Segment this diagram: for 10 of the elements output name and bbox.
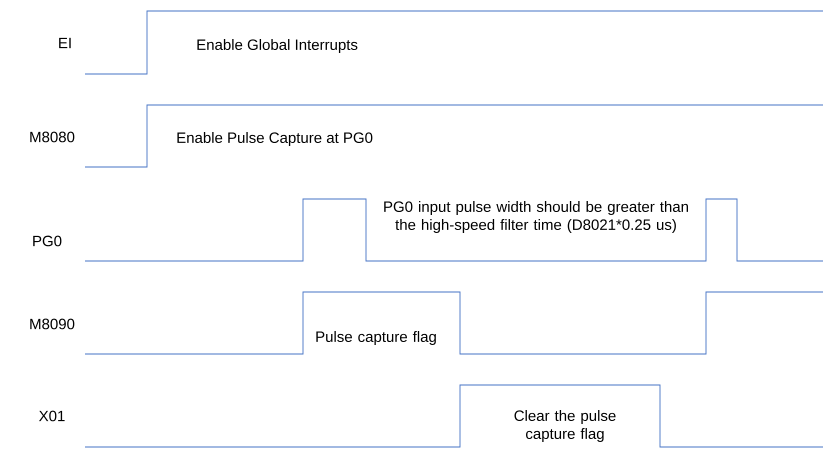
annotation: Pulse capture flag (316, 331, 436, 345)
signal-name: EI (59, 38, 71, 48)
annotation: Enable Pulse Capture at PG0 (177, 132, 372, 146)
annotation: PG0 input pulse width should be greater than the high-speed filter time (D8021*0.25 us) (384, 201, 688, 233)
signal-name: X01 (38, 410, 65, 422)
signal-name: PG0 (33, 236, 62, 246)
signal-name: M8090 (30, 318, 74, 330)
annotation: Clear the pulse capture flag (514, 410, 616, 442)
signal-name: M8080 (30, 132, 74, 142)
annotation: Enable Global Interrupts (197, 39, 358, 53)
